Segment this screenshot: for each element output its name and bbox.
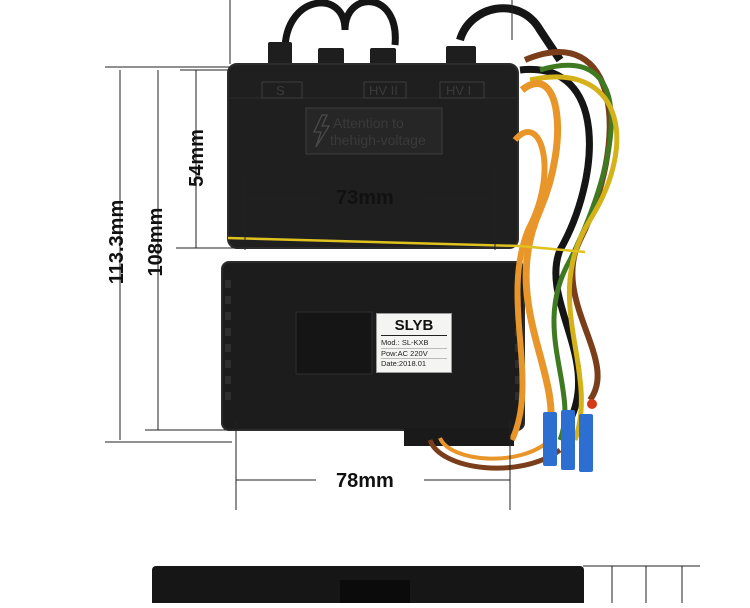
brand-name: SLYB <box>381 317 447 336</box>
port-s-box <box>261 81 303 99</box>
top-cable-right <box>456 4 564 63</box>
connector-nub-4 <box>446 46 476 68</box>
width-73-label: 73mm <box>336 187 394 209</box>
port-s-label: S <box>276 83 285 98</box>
wire-orange-2 <box>509 129 548 442</box>
terminal-blue-3 <box>579 414 593 472</box>
bottom-tab <box>404 428 514 446</box>
height-113-label: 113.3mm <box>106 199 128 285</box>
port-hv1-label: HV I <box>446 83 472 98</box>
product-label: SLYB Mod.: SL-KXB Pow:AC 220V Date:2018.… <box>376 313 452 373</box>
terminal-red-tip <box>587 399 597 409</box>
wire-yellow <box>529 74 620 441</box>
power-line: Pow:AC 220V <box>381 349 447 359</box>
height-54-label: 54mm <box>186 129 208 187</box>
bottom-view-slot <box>340 580 410 606</box>
warning-text-line1: Attention to <box>333 115 404 131</box>
port-hv2-label: HV II <box>369 83 398 98</box>
terminal-blue-2 <box>561 410 575 470</box>
wire-loop-lower-2 <box>438 436 552 461</box>
port-hv2-box <box>363 81 407 99</box>
wire-orange <box>519 80 562 431</box>
height-108-label: 108mm <box>145 207 167 277</box>
binding-tie <box>227 236 586 254</box>
connector-nub-1 <box>268 42 292 66</box>
lower-window <box>295 311 373 375</box>
width-78-label: 78mm <box>336 470 394 492</box>
port-hv1-box <box>439 81 485 99</box>
top-cable-loop <box>281 0 399 51</box>
warning-text-line2: thehigh-voltage <box>330 132 426 148</box>
terminal-blue-1 <box>543 412 557 466</box>
upper-housing <box>227 63 519 249</box>
lower-housing <box>221 261 525 431</box>
lightning-icon <box>312 114 331 148</box>
date-line: Date:2018.01 <box>381 359 427 368</box>
model-line: Mod.: SL-KXB <box>381 338 447 349</box>
warning-plate <box>305 107 443 155</box>
dimension-lines <box>105 0 700 603</box>
vent-slots-left <box>225 280 231 400</box>
